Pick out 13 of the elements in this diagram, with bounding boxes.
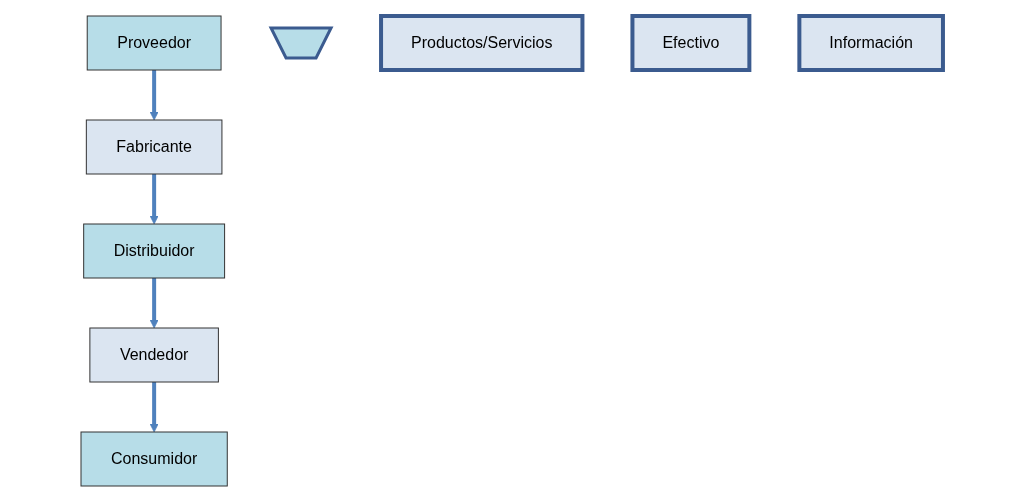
node-box: Vendedor xyxy=(89,327,219,383)
node-box: Fabricante xyxy=(85,119,223,175)
arrow xyxy=(149,174,159,225)
node-box: Información xyxy=(797,14,945,72)
node-box: Productos/Servicios xyxy=(379,14,585,72)
arrow xyxy=(149,278,159,329)
node-arrow xyxy=(268,26,334,60)
node-box: Proveedor xyxy=(86,15,222,71)
arrow xyxy=(149,70,159,121)
node-box: Distribuidor xyxy=(83,223,226,279)
node-box: Consumidor xyxy=(80,431,228,487)
node-box: Efectivo xyxy=(630,14,752,72)
arrow xyxy=(149,382,159,433)
